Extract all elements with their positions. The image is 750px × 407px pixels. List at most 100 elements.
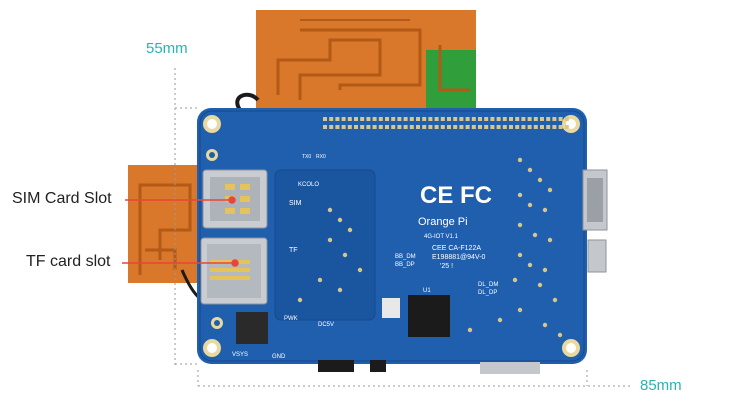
via <box>297 297 303 303</box>
gpio-pin <box>490 117 495 121</box>
sim-silkscreen: SIM <box>289 200 302 207</box>
gpio-pin <box>533 117 538 121</box>
gpio-pin <box>329 125 334 129</box>
tf-slot-callout: TF card slot <box>26 253 111 270</box>
gpio-pin <box>428 117 433 121</box>
gpio-pin <box>434 117 439 121</box>
via <box>527 167 533 173</box>
date-text: '25 ! <box>440 263 453 270</box>
gpio-pin <box>360 117 365 121</box>
gpio-pin <box>447 117 451 121</box>
id-text: E198881@94V-0 <box>432 254 486 261</box>
gpio-pin <box>447 125 451 129</box>
gpio-pin <box>372 117 377 121</box>
gpio-pin <box>465 125 470 129</box>
gpio-pin <box>378 125 383 129</box>
gpio-pin <box>453 125 458 129</box>
gnd-silkscreen: GND <box>272 354 286 360</box>
via <box>537 282 543 288</box>
gpio-pin <box>397 117 402 121</box>
gpio-pin <box>552 117 557 121</box>
via <box>517 157 523 163</box>
gpio-pin <box>440 125 445 129</box>
via <box>517 307 523 313</box>
bb-dp-silkscreen: BB_DP <box>395 262 415 268</box>
gpio-pin <box>409 117 414 121</box>
via <box>342 252 348 258</box>
gpio-pin <box>428 125 433 129</box>
gpio-pin <box>403 117 408 121</box>
gpio-pin <box>515 125 520 129</box>
vsys-silkscreen: VSYS <box>232 352 248 358</box>
ce-fc-mark: CE FC <box>420 182 492 209</box>
gpio-pin <box>434 125 439 129</box>
gpio-pin <box>471 117 476 121</box>
gpio-pin <box>540 125 544 129</box>
gpio-pin <box>496 125 501 129</box>
dl-dp-silkscreen: DL_DP <box>478 290 497 296</box>
via <box>497 317 503 323</box>
via <box>517 222 523 228</box>
gpio-pin <box>533 125 538 129</box>
gpio-pin <box>347 125 352 129</box>
via <box>347 227 353 233</box>
model-text: 4G-IOT V1.1 <box>424 234 459 240</box>
gpio-pin <box>366 117 371 121</box>
via <box>557 332 563 338</box>
via <box>547 187 553 193</box>
gpio-pin <box>564 125 569 129</box>
tf-card-slot <box>200 237 268 305</box>
via <box>517 252 523 258</box>
rx0-silkscreen: RX0 <box>316 154 326 160</box>
gpio-pin <box>347 117 352 121</box>
height-dimension-label: 55mm <box>146 40 188 57</box>
gpio-pin <box>416 117 420 121</box>
pwk-silkscreen: PWK <box>284 316 298 322</box>
via <box>532 232 538 238</box>
gpio-pin <box>366 125 371 129</box>
gpio-pin <box>564 117 569 121</box>
gpio-pin <box>409 125 414 129</box>
gpio-pin <box>521 125 526 129</box>
usb-port-upper <box>582 169 608 231</box>
gpio-pin <box>335 125 340 129</box>
gpio-pin <box>484 117 489 121</box>
width-dimension-label: 85mm <box>640 377 682 394</box>
gpio-pin <box>509 125 513 129</box>
gpio-pin <box>546 117 551 121</box>
dimension-lines <box>174 68 632 387</box>
gpio-pin <box>329 117 334 121</box>
gpio-pin <box>341 117 346 121</box>
gpio-pin <box>323 125 327 129</box>
gpio-pin <box>440 117 445 121</box>
gpio-pin <box>341 125 346 129</box>
gpio-pin <box>459 117 464 121</box>
gpio-pin <box>509 117 513 121</box>
gpio-pin <box>391 125 396 129</box>
gpio-pin <box>385 117 389 121</box>
gpio-pin <box>552 125 557 129</box>
via <box>327 207 333 213</box>
gpio-pin <box>372 125 377 129</box>
via <box>337 217 343 223</box>
gpio-pin <box>391 117 396 121</box>
gpio-pin <box>502 125 507 129</box>
via <box>512 277 518 283</box>
callout-pointers <box>122 196 239 267</box>
top-antenna <box>256 10 476 113</box>
tf-silkscreen: TF <box>289 247 298 254</box>
gpio-pin <box>354 125 358 129</box>
gpio-pin <box>478 117 482 121</box>
gpio-pin <box>558 117 563 121</box>
micro-usb-port <box>480 362 540 374</box>
gpio-pin <box>323 117 327 121</box>
dl-dm-silkscreen: DL_DM <box>478 282 498 288</box>
via <box>317 277 323 283</box>
gpio-pin <box>459 125 464 129</box>
gpio-pin <box>478 125 482 129</box>
pcb: CE FC Orange Pi 4G-IOT V1.1 CEE CA-F122A… <box>197 108 608 374</box>
gpio-header <box>323 117 569 129</box>
gpio-pin <box>403 125 408 129</box>
bb-dm-silkscreen: BB_DM <box>395 254 416 260</box>
antenna-cable <box>235 92 260 112</box>
